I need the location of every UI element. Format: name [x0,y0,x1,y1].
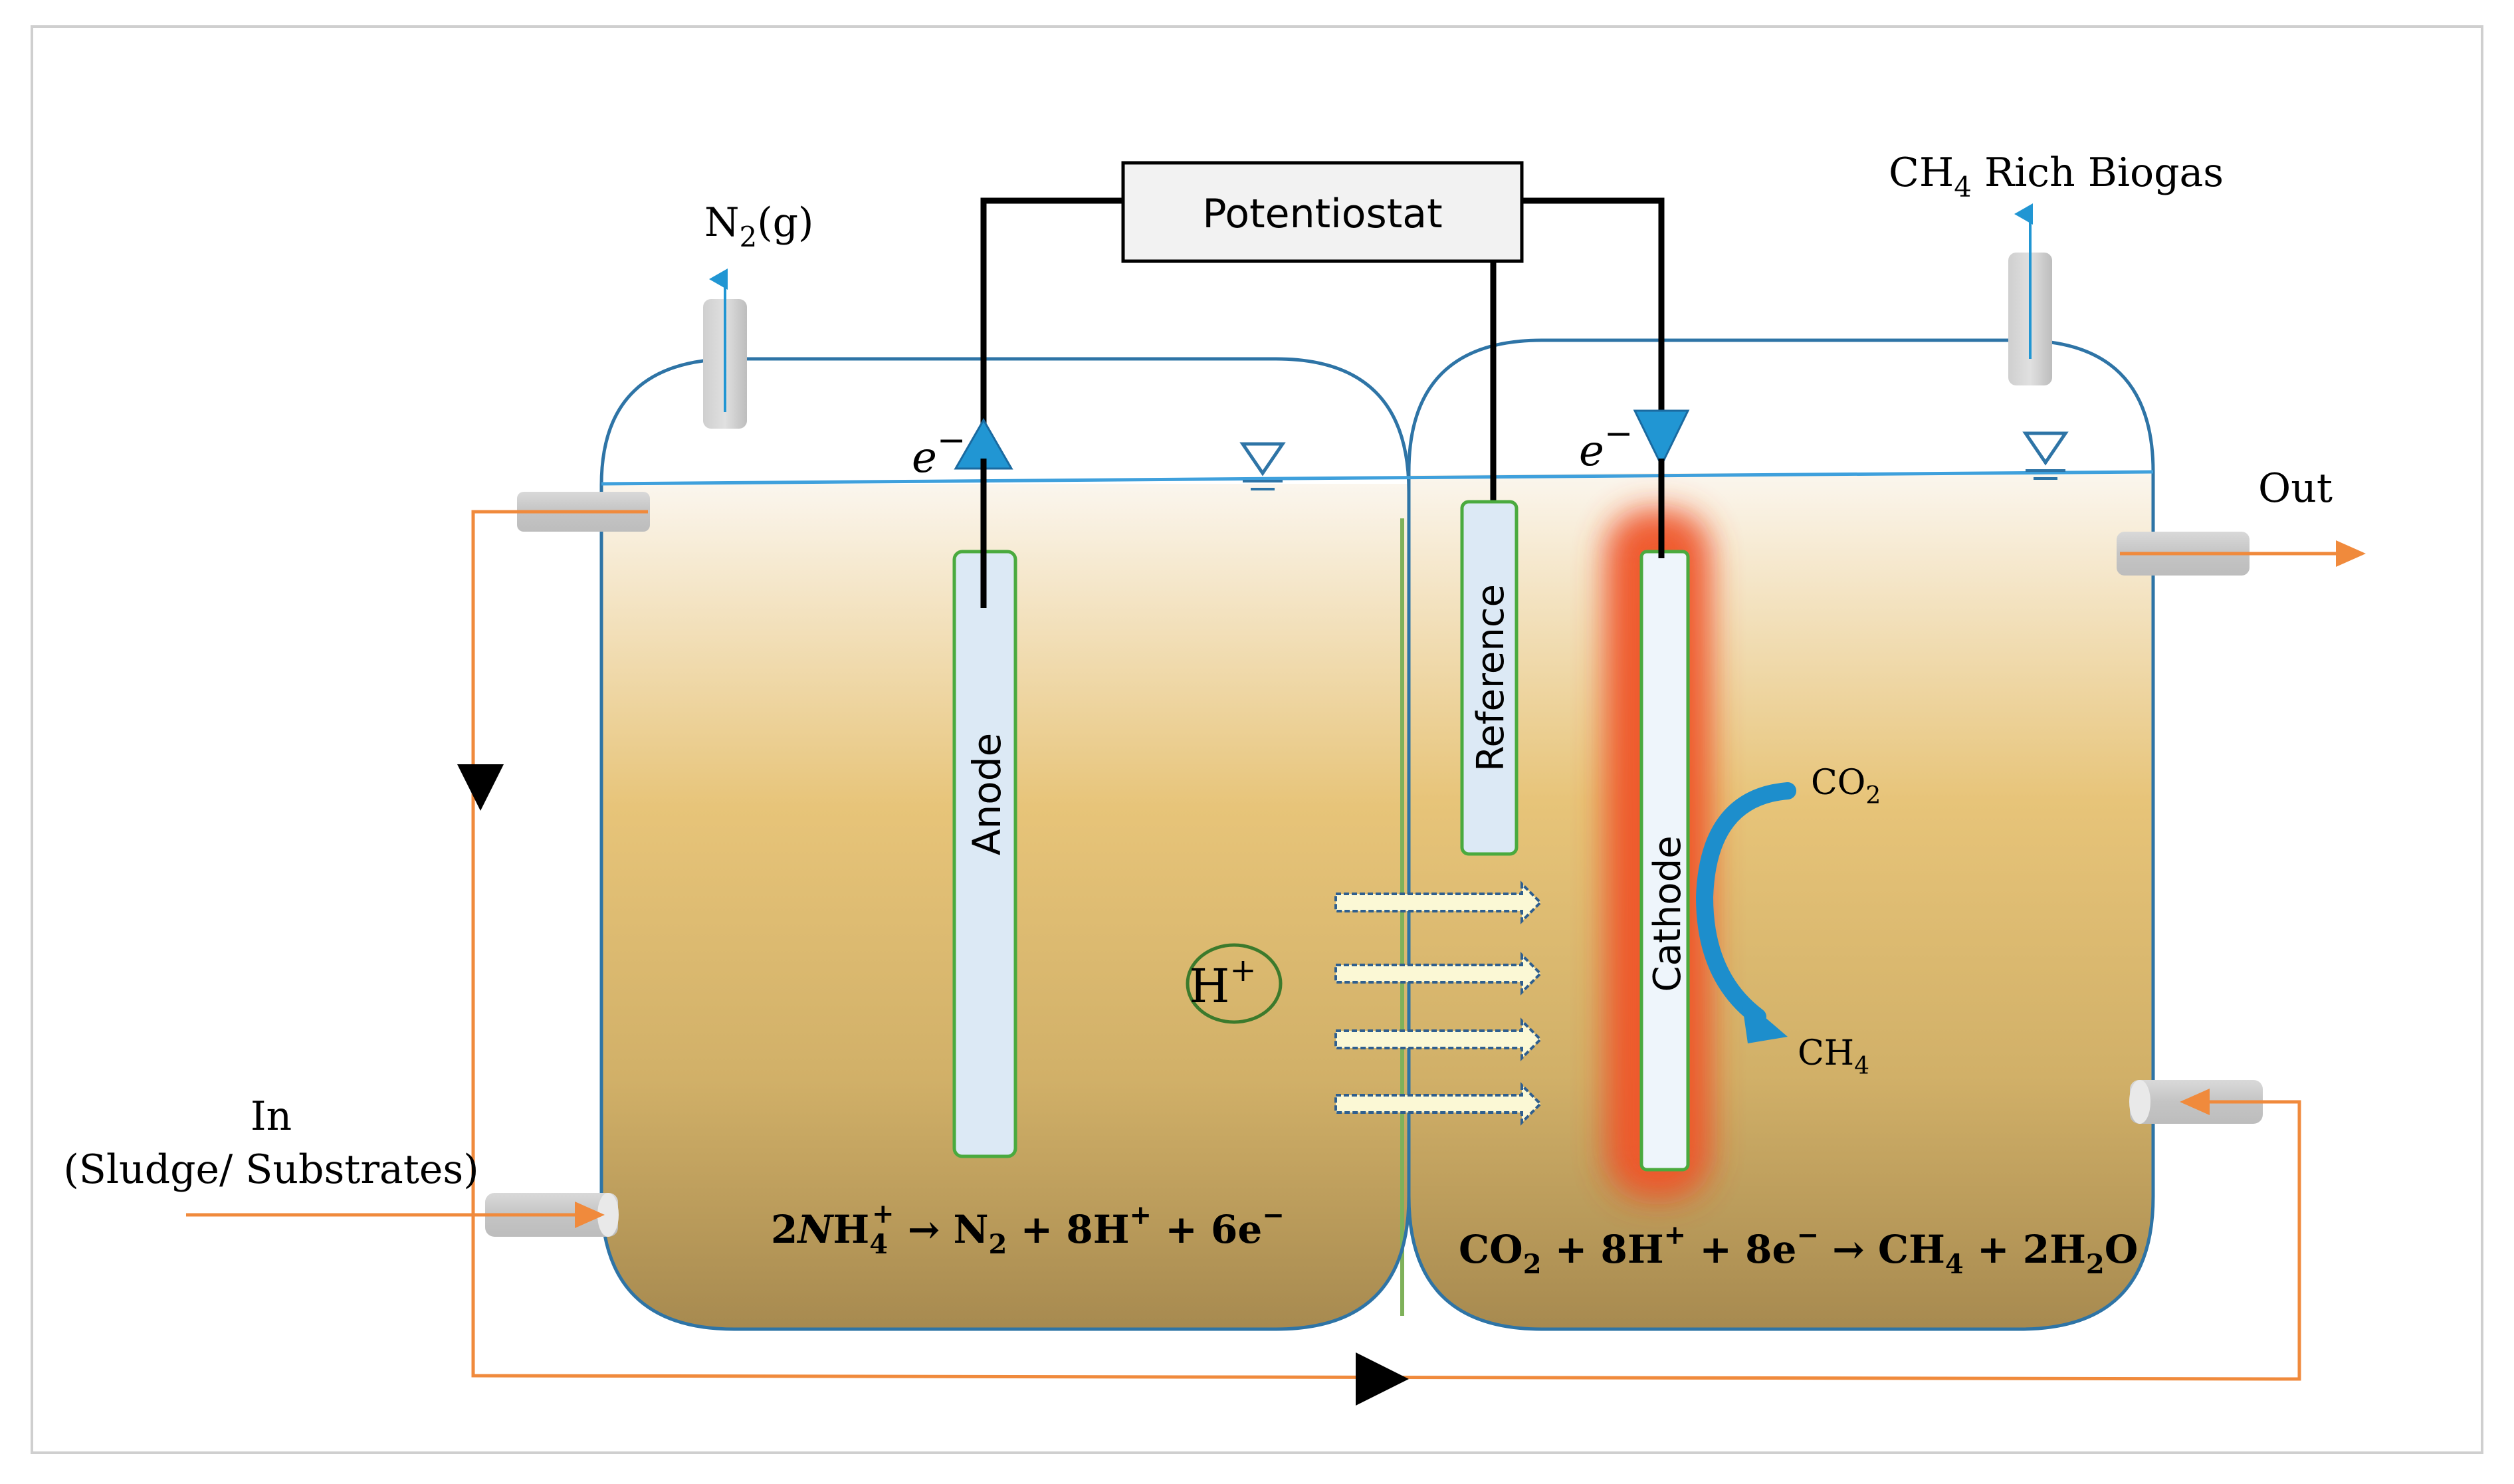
cathode-label: Cathode [1646,835,1689,992]
electron-label-cathode: e− [1579,414,1633,476]
co2-to-ch4-arrow [1695,782,1796,1043]
cathode-reaction-equation: CO2 + 8H+ + 8e− → CH4 + 2H2O [1459,1219,2138,1280]
proton-label: H+ [1189,952,1256,1013]
out-label: Out [2258,465,2333,512]
inlet-label-line1: In [251,1093,292,1140]
potentiostat-box: Potentiostat [1121,161,1524,263]
flow-direction-arrow-right [1356,1352,1409,1406]
proton-arrow-1 [1334,881,1542,924]
proton-arrow-3 [1334,1017,1542,1061]
potentiostat-label: Potentiostat [1202,191,1442,237]
co2-label: CO2 [1811,763,1881,809]
anode-reaction-equation: 2NH4+ → N2 + 8H+ + 6e− [771,1198,1285,1260]
inlet-label-line2: (Sludge/ Substrates) [63,1146,478,1193]
water-level-marker-left [1239,442,1286,490]
cathode-electrode: Cathode [1608,459,1708,1196]
water-level-marker-right [2022,431,2069,480]
n2-gas-outlet-pipe [703,268,747,429]
water-surface [601,470,2154,486]
reference-electrode: Reference [1460,500,1519,856]
anode-electrode: Anode [952,459,1017,1158]
anode-label: Anode [964,733,1009,855]
recirculation-loop [457,510,2301,1406]
reference-label: Reference [1469,584,1513,772]
biogas-label: CH4 Rich Biogas [1889,150,2224,203]
proton-ion: H+ [1186,943,1283,1024]
proton-arrow-4 [1334,1082,1542,1126]
proton-transfer-arrows [1334,881,1542,1126]
proton-arrow-2 [1334,952,1542,996]
flow-direction-arrow-down [457,764,504,811]
ch4-label: CH4 [1798,1033,1869,1080]
biogas-outlet-pipe [2008,203,2052,385]
n2-gas-label: N2(g) [704,199,813,253]
electron-label-anode: e− [912,421,966,482]
electron-arrow-down [1633,409,1690,468]
